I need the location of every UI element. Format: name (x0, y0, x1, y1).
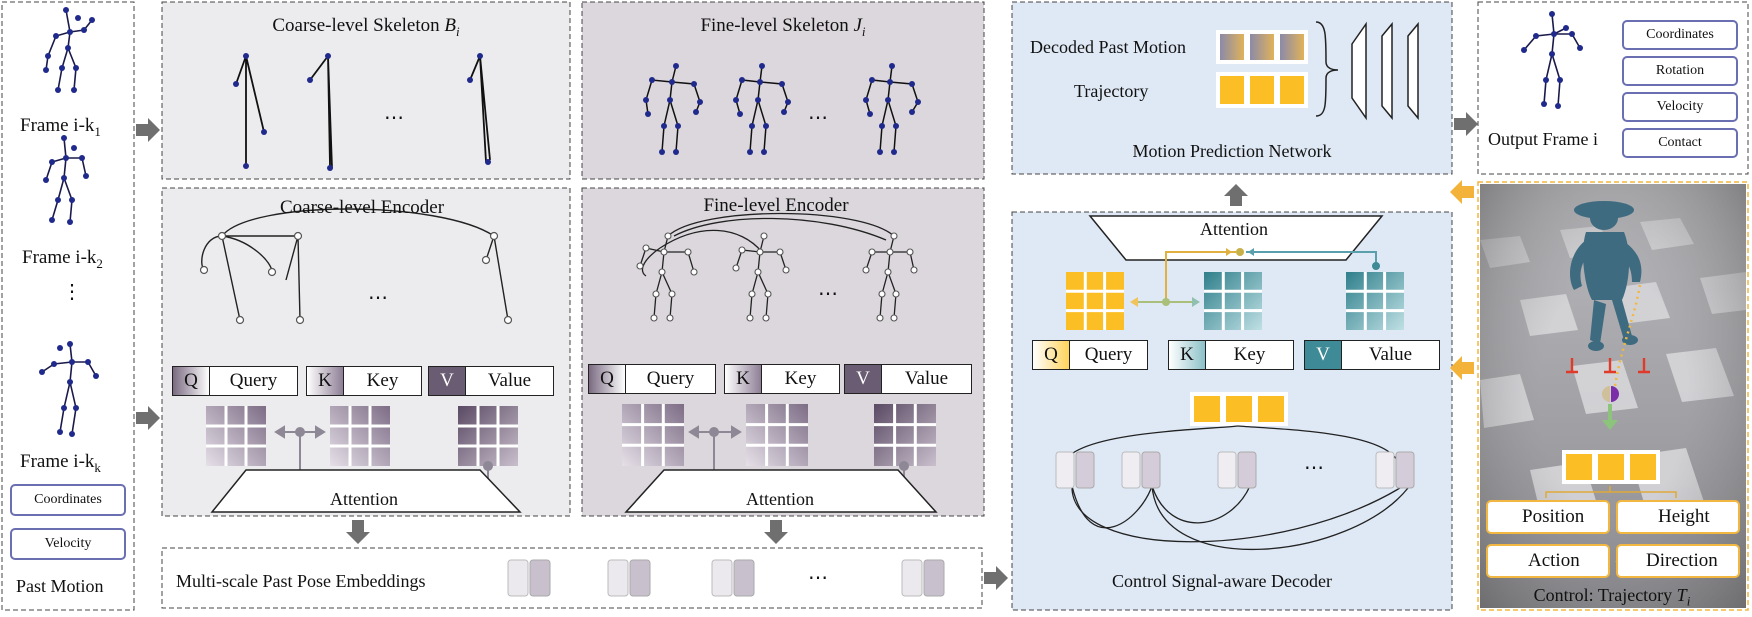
network-layers (1351, 21, 1419, 121)
embeddings-ellipsis: ⋯ (808, 567, 828, 589)
fine-encoder-joints (636, 232, 918, 322)
control-tree (1545, 486, 1677, 498)
fine-joints (643, 63, 921, 155)
output-velocity: Velocity (1622, 92, 1738, 122)
flow-arrows (136, 112, 1478, 590)
decoder-top-tokens (1190, 392, 1288, 426)
output-rotation: Rotation (1622, 56, 1738, 86)
control-title: Control: Trajectory Ti (1533, 585, 1691, 609)
output-contact: Contact (1622, 128, 1738, 158)
past-motion-title: Past Motion (16, 576, 104, 596)
embeddings-title: Multi-scale Past Pose Embeddings (176, 571, 426, 591)
bracket (1315, 21, 1339, 117)
character-figure (1570, 201, 1642, 351)
height-markers (1566, 358, 1650, 374)
frame-label-3: Frame i-kk (20, 451, 101, 475)
feature-velocity: Velocity (10, 528, 126, 560)
feature-coordinates: Coordinates (10, 484, 126, 516)
control-position: Position (1486, 500, 1610, 534)
decoded-motion-tokens (1216, 30, 1308, 64)
past-motion-panel (1, 1, 135, 611)
fine-attention-label: Attention (746, 489, 814, 509)
output-skeleton (1521, 11, 1583, 109)
control-action: Action (1486, 544, 1610, 578)
fine-skeleton-title: Fine-level Skeleton Ji (700, 15, 866, 39)
control-scene (1480, 184, 1746, 608)
decoder-matrices (1066, 272, 1404, 330)
frame-label-2: Frame i-k2 (22, 247, 103, 271)
coarse-attention-label: Attention (330, 489, 398, 509)
coarse-encoder-title: Coarse-level Encoder (279, 197, 445, 218)
coarse-joints (233, 53, 491, 171)
coarse-attention-block (210, 469, 522, 513)
fine-encoder-panel (581, 187, 985, 517)
fine-encoder-title: Fine-level Encoder (703, 195, 849, 216)
control-height: Height (1616, 500, 1740, 534)
past-skeleton-1 (43, 7, 95, 93)
coarse-encoder-ellipsis: ⋯ (368, 287, 388, 309)
coarse-encoder-joints (199, 231, 513, 325)
coarse-skeleton-title: Coarse-level Skeleton Bi (272, 15, 460, 39)
control-tokens (1562, 450, 1660, 484)
trajectory-tokens (1216, 72, 1308, 108)
control-arrows (1450, 180, 1474, 380)
output-title: Output Frame i (1488, 129, 1598, 149)
decoder-ellipsis: ⋯ (1304, 457, 1324, 479)
decoder-title: Control Signal-aware Decoder (1112, 571, 1332, 591)
fine-matrices (622, 404, 936, 466)
fine-attention-block (624, 469, 938, 513)
coarse-skeleton-panel (161, 1, 571, 180)
control-direction: Direction (1616, 544, 1740, 578)
trajectory-marker (1602, 386, 1619, 430)
embedding-tokens (507, 559, 945, 597)
trajectory-label: Trajectory (1074, 81, 1149, 101)
decoder-tokens (1055, 451, 1415, 489)
frame-label-1: Frame i-k1 (20, 115, 101, 139)
coarse-skeletons (235, 55, 491, 169)
frames-ellipsis: ⋮ (62, 281, 82, 303)
decoder-attention-nodes (1130, 248, 1380, 307)
decoded-past-motion-label: Decoded Past Motion (1030, 37, 1186, 57)
fine-encoder-ellipsis: ⋯ (818, 283, 838, 305)
prediction-title: Motion Prediction Network (1132, 141, 1332, 161)
decoder-attention-label: Attention (1200, 219, 1268, 239)
coarse-skeleton-ellipsis: ⋯ (384, 107, 404, 129)
decoder-attention-block (1088, 215, 1384, 261)
output-coordinates: Coordinates (1622, 20, 1738, 50)
past-skeleton-3 (39, 341, 99, 437)
embeddings-panel (161, 547, 983, 609)
fine-skeleton-ellipsis: ⋯ (808, 107, 828, 129)
coarse-matrices (206, 406, 518, 466)
past-skeleton-2 (43, 135, 89, 225)
